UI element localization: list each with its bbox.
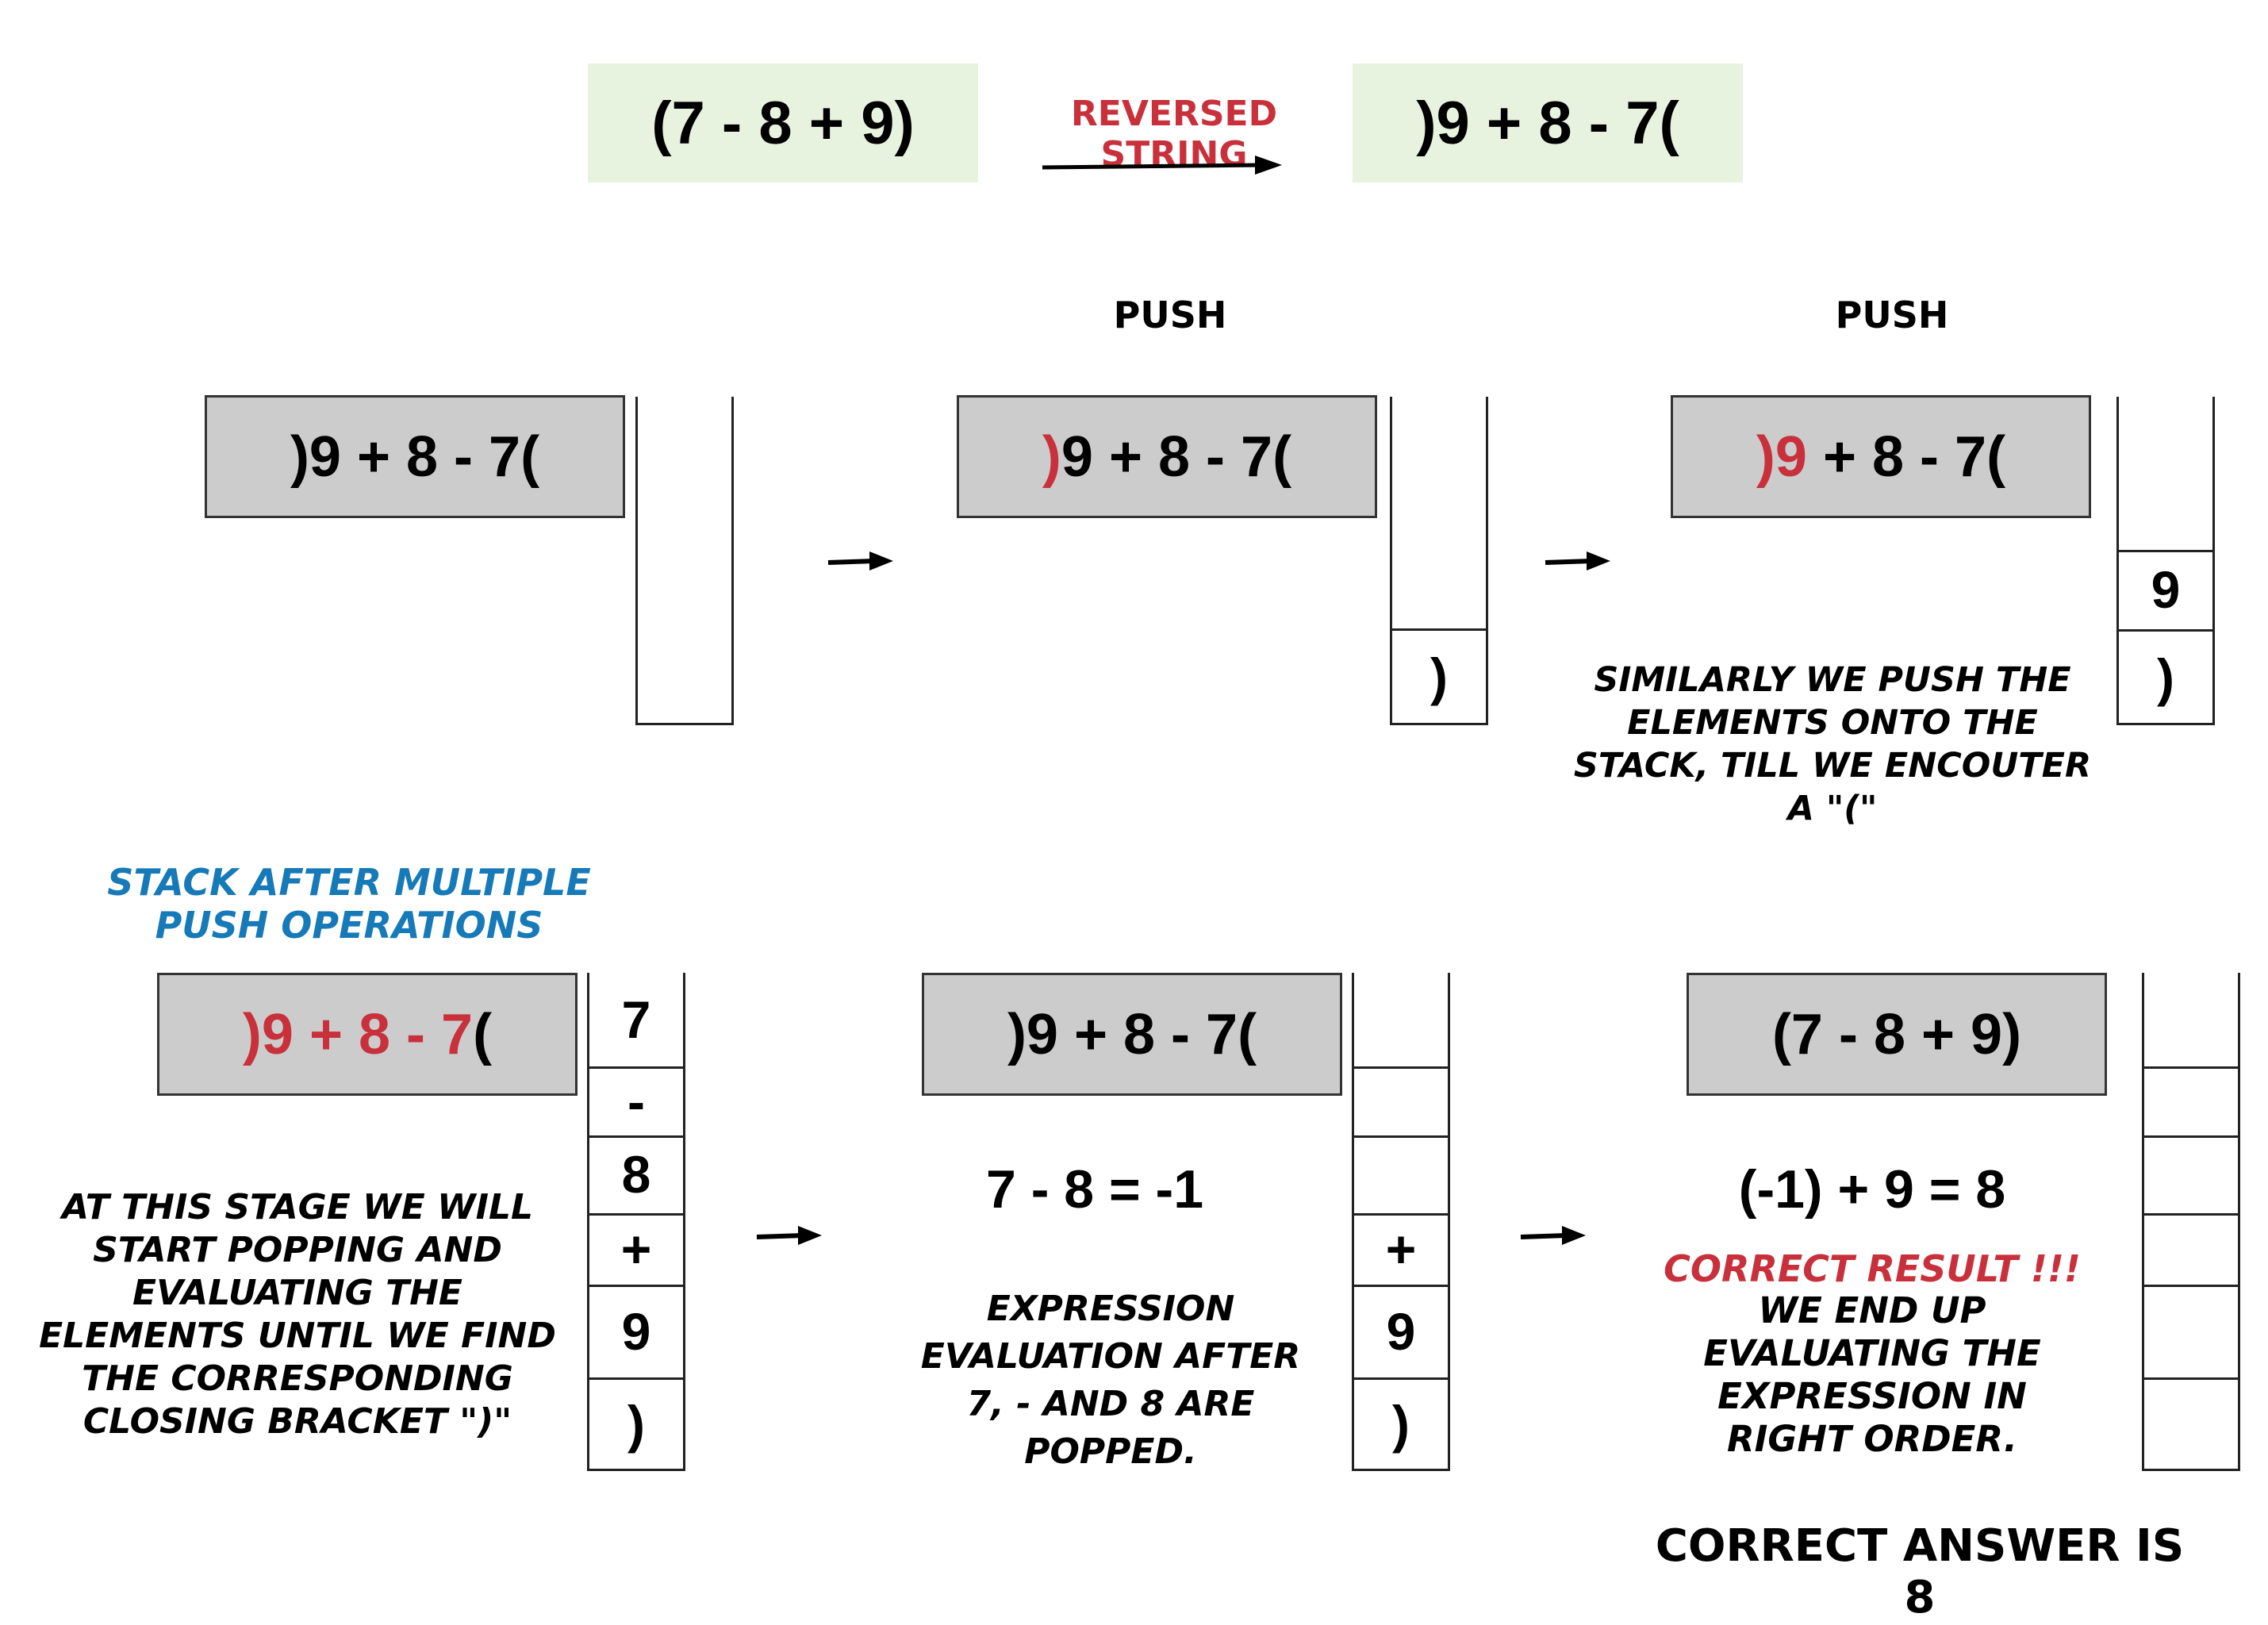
step4-stack-value: 8	[621, 1145, 651, 1204]
step3-expression-box: )9 + 8 - 7(	[1671, 395, 2091, 518]
step4-stack-cell: -	[587, 1066, 685, 1135]
step4-caption: STACK AFTER MULTIPLE PUSH OPERATIONS	[107, 861, 591, 947]
step2-stack: )	[1390, 397, 1488, 725]
step4-stack-cell: 7	[587, 973, 685, 1066]
step2-arrow-icon	[1545, 551, 1610, 570]
step4-stack-cell: )	[587, 1377, 685, 1471]
step6-result-label: CORRECT RESULT !!!	[1664, 1247, 2081, 1290]
step1-arrow-icon	[827, 551, 893, 570]
step1-expression: )9 + 8 - 7(	[290, 424, 540, 489]
step6-stack-cell	[2142, 973, 2240, 1066]
step4-stack-cell: 8	[587, 1135, 685, 1213]
step3-expression-rest: + 8 - 7(	[1806, 424, 2006, 489]
step3-stack-value: )	[2157, 647, 2174, 707]
step5-stack-value: 9	[1386, 1301, 1416, 1361]
step4-stack-value: )	[627, 1395, 645, 1454]
step6-expression-box: (7 - 8 + 9)	[1687, 973, 2107, 1096]
step5-evaluation: 7 - 8 = -1	[985, 1159, 1204, 1220]
step6-stack	[2142, 973, 2240, 1471]
step6-stack-cell	[2142, 1285, 2240, 1377]
step4-expression-box: )9 + 8 - 7(	[157, 973, 578, 1096]
step3-stack: 9 )	[2116, 397, 2215, 725]
step6-stack-cell	[2142, 1213, 2240, 1285]
step5-note: EXPRESSION EVALUATION AFTER 7, - and 8 A…	[920, 1289, 1301, 1472]
step3-stack-cell: )	[2116, 629, 2215, 725]
step2-stack-value: )	[1430, 647, 1448, 706]
step5-stack: +9)	[1352, 973, 1450, 1471]
step4-stack-value: 9	[621, 1301, 651, 1361]
step6-note: WE END UP EVALUATING THE EXPRESSION IN R…	[1703, 1289, 2041, 1460]
step5-stack-cell: )	[1352, 1377, 1450, 1471]
step2-expression-rest: 9 + 8 - 7(	[1061, 424, 1292, 489]
step3-push-label: PUSH	[1835, 294, 1949, 336]
step5-stack-cell: +	[1352, 1213, 1450, 1285]
step6-stack-cell	[2142, 1377, 2240, 1471]
step5-stack-value: +	[1385, 1220, 1417, 1278]
step5-arrow-icon	[1520, 1226, 1586, 1245]
step5-expression-box: )9 + 8 - 7(	[922, 973, 1342, 1096]
step5-stack-cell	[1352, 1066, 1450, 1135]
reversed-expression-box: )9 + 8 - 7(	[1353, 63, 1743, 182]
step4-expression-rest: (	[473, 1002, 493, 1066]
step5-stack-value: )	[1392, 1395, 1410, 1454]
step4-expression-red: )9 + 8 - 7	[242, 1002, 474, 1066]
step4-arrow-icon	[756, 1226, 822, 1245]
step1-stack	[635, 397, 734, 725]
step5-expression: )9 + 8 - 7(	[1007, 1002, 1257, 1066]
step3-stack-cell: 9	[2116, 550, 2215, 629]
step4-stack: 7 - 8 +9)	[587, 973, 685, 1471]
step2-stack-cell: )	[1390, 628, 1488, 725]
step6-stack-cell	[2142, 1066, 2240, 1135]
reversed-expression: )9 + 8 - 7(	[1416, 89, 1679, 157]
step1-expression-box: )9 + 8 - 7(	[205, 395, 625, 518]
step5-stack-cell	[1352, 973, 1450, 1066]
original-expression: (7 - 8 + 9)	[651, 89, 915, 157]
step4-stack-value: 7	[621, 990, 651, 1049]
step2-push-label: PUSH	[1113, 294, 1227, 336]
reversed-string-label: REVERSED STRING	[1070, 94, 1278, 175]
step4-stack-cell: +	[587, 1213, 685, 1285]
step6-stack-cell	[2142, 1135, 2240, 1213]
step4-stack-value: +	[620, 1220, 652, 1278]
final-answer: CORRECT ANSWER IS 8	[1655, 1520, 2185, 1623]
step2-expression-red: )	[1042, 424, 1061, 489]
step3-expression-red: )9	[1756, 424, 1807, 489]
original-expression-box: (7 - 8 + 9)	[588, 63, 978, 182]
step3-note: SIMILARLY WE PUSH THE ELEMENTS ONTO THE …	[1573, 660, 2092, 828]
step6-expression: (7 - 8 + 9)	[1771, 1002, 2022, 1066]
step3-stack-value: 9	[2151, 560, 2181, 619]
step2-expression-box: )9 + 8 - 7(	[957, 395, 1377, 518]
step5-stack-cell	[1352, 1135, 1450, 1213]
step6-evaluation: (-1) + 9 = 8	[1738, 1159, 2006, 1220]
step4-stack-value: -	[627, 1071, 645, 1131]
reverse-arrow-icon	[1042, 156, 1282, 175]
step4-stack-cell: 9	[587, 1285, 685, 1377]
step5-stack-cell: 9	[1352, 1285, 1450, 1377]
step4-note: AT THIS STAGE WE WILL START POPPING AND …	[39, 1187, 556, 1442]
